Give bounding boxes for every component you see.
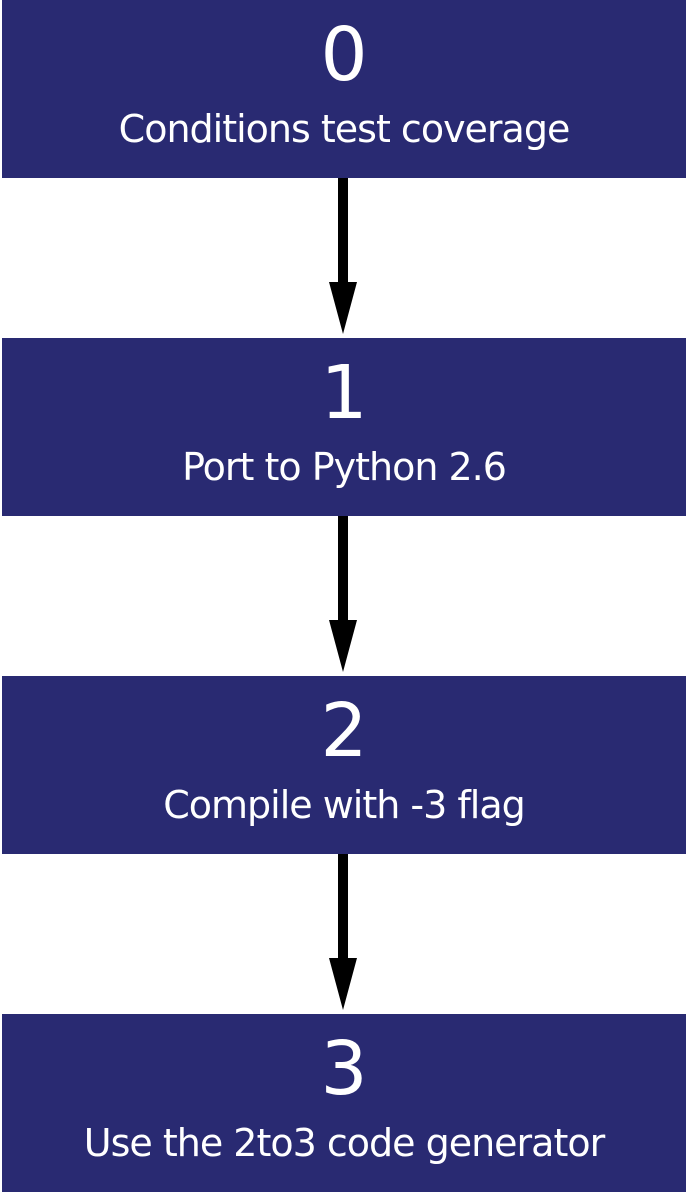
- step-0-box: 0 Conditions test coverage: [2, 0, 686, 178]
- down-arrow-icon: [329, 178, 357, 334]
- step-1-box: 1 Port to Python 2.6: [2, 338, 686, 516]
- down-arrow-icon: [329, 854, 357, 1010]
- down-arrow-icon: [329, 516, 357, 672]
- step-3-number: 3: [320, 1026, 368, 1112]
- step-0-number: 0: [320, 12, 368, 98]
- step-0-label: Conditions test coverage: [118, 107, 571, 151]
- step-1-label: Port to Python 2.6: [182, 445, 507, 489]
- step-2-box: 2 Compile with -3 flag: [2, 676, 686, 854]
- step-3-box: 3 Use the 2to3 code generator: [2, 1014, 686, 1192]
- step-1-number: 1: [320, 350, 368, 436]
- step-2-number: 2: [320, 688, 368, 774]
- step-2-label: Compile with -3 flag: [163, 783, 526, 827]
- step-3-label: Use the 2to3 code generator: [83, 1121, 605, 1165]
